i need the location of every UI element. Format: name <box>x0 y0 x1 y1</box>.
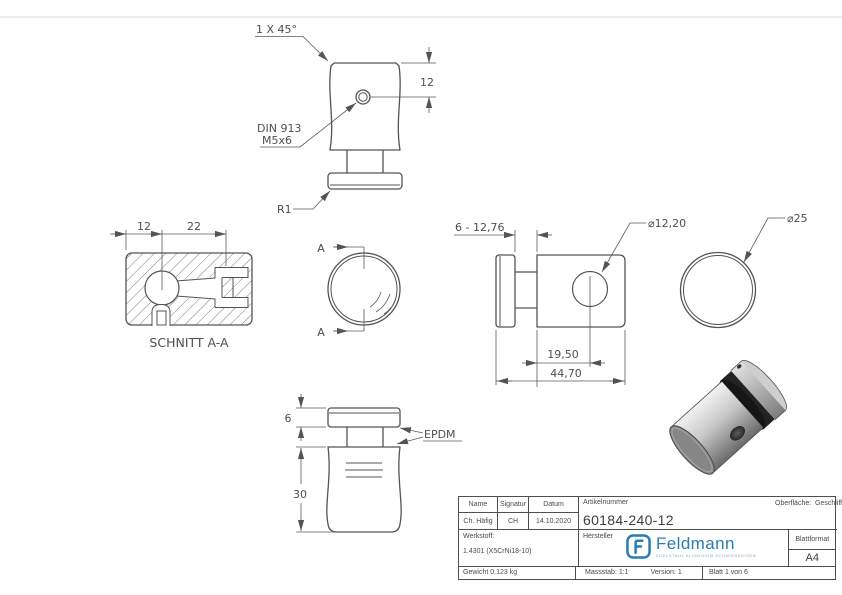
total-length-label: 44,70 <box>550 367 582 380</box>
tb-werkstoff-cell: Werkstoff: 1.4301 (X5CrNi18-10) <box>459 530 579 567</box>
glass-reflection-arc <box>375 293 391 313</box>
thread-standard-label: DIN 913 <box>257 122 301 135</box>
front-flange <box>327 172 403 190</box>
hole-dia-label: ⌀12,20 <box>648 217 686 230</box>
setscrew-hole-inner <box>358 92 368 102</box>
body-height-label: 30 <box>293 488 307 501</box>
hersteller-label: Hersteller <box>583 533 613 540</box>
section-view: 12 22 SCHNITT A-A <box>110 220 253 350</box>
section-screw-slot <box>151 303 171 326</box>
feldmann-logo-icon <box>626 534 651 559</box>
tb-massstab-cell: Massstab: 1:1 Version: 1 <box>576 567 703 579</box>
side-view: 6 - 12,76 ⌀12,20 19,50 44,70 <box>454 217 686 387</box>
section-dim-b: 22 <box>187 220 201 233</box>
section-arrow-bottom-label: A <box>317 326 325 339</box>
tb-blattformat-cell: Blattformat A4 <box>789 530 836 567</box>
end-view: ⌀25 <box>679 212 808 329</box>
tb-value-signatur: CH <box>498 513 529 530</box>
blattformat-label: Blattformat <box>795 536 830 543</box>
section-arrow-top-label: A <box>317 242 325 255</box>
bottom-view: 6 30 EPDM <box>285 394 462 533</box>
cap-height-label: 6 <box>285 412 292 425</box>
bottom-cap <box>327 407 401 428</box>
thread-size-label: M5x6 <box>262 134 292 147</box>
radius-label: R1 <box>277 203 292 216</box>
flange-edge-hole <box>737 364 742 369</box>
glass-reflection-arc <box>369 291 382 308</box>
render-3d <box>669 359 787 475</box>
bottom-body <box>326 446 402 533</box>
gasket-label: EPDM <box>424 428 456 441</box>
outer-dia-label: ⌀25 <box>787 212 808 225</box>
brand-name: Feldmann <box>656 533 735 553</box>
tb-value-datum: 14.10.2020 <box>529 513 579 530</box>
oberflaeche-value: Geschliffen Korn 240 <box>815 500 842 507</box>
section-caption: SCHNITT A-A <box>149 335 229 350</box>
werkstoff-value: 1.4301 (X5CrNi18-10) <box>463 548 532 555</box>
tb-header-name: Name <box>459 497 498 513</box>
section-dim-a: 12 <box>137 220 151 233</box>
brand-tagline: EDELSTAHL ALUMINIUM SCHMIEDEEISEN <box>656 553 757 559</box>
front-view: 12 1 X 45° DIN 913 M5x6 R1 <box>255 23 436 216</box>
tb-header-signatur: Signatur <box>498 497 529 513</box>
tb-gewicht-cell: Gewicht 0.123 kg <box>459 567 576 579</box>
massstab-value: Massstab: 1:1 <box>585 569 629 577</box>
dim-depth-label: 12 <box>420 76 434 89</box>
tb-value-name: Ch. Häfig <box>459 513 498 530</box>
title-block: Name Signatur Datum Ch. Häfig CH 14.10.2… <box>458 496 842 580</box>
chamfer-label: 1 X 45° <box>256 23 297 36</box>
oberflaeche-label: Oberfläche: <box>775 500 812 507</box>
tb-blatt-cell: Blatt 1 von 6 <box>709 569 748 577</box>
tb-hersteller-cell: Hersteller Feldmann EDELSTAHL ALUMINIUM … <box>579 530 789 567</box>
artikelnummer-label: Artikelnummer <box>583 499 629 506</box>
hole-pos-label: 19,50 <box>547 348 579 361</box>
version-value: Version: 1 <box>650 569 682 577</box>
section-indicator-view: A A <box>317 242 401 339</box>
side-hole <box>730 426 745 441</box>
tb-artikelnummer-cell: Artikelnummer 60184-240-12 Oberfläche: G… <box>579 497 842 530</box>
setscrew-hole-outer <box>355 89 371 105</box>
glass-reflection-arc <box>383 297 397 315</box>
blattformat-value: A4 <box>805 552 819 564</box>
feldmann-logo: Feldmann EDELSTAHL ALUMINIUM SCHMIEDEEIS… <box>626 534 756 559</box>
tb-header-datum: Datum <box>529 497 579 513</box>
artikelnummer-value: 60184-240-12 <box>583 512 674 528</box>
werkstoff-label: Werkstoff: <box>463 533 495 540</box>
glass-range-label: 6 - 12,76 <box>455 221 504 234</box>
front-body-outline <box>329 62 401 151</box>
side-flange-disc <box>495 254 516 328</box>
